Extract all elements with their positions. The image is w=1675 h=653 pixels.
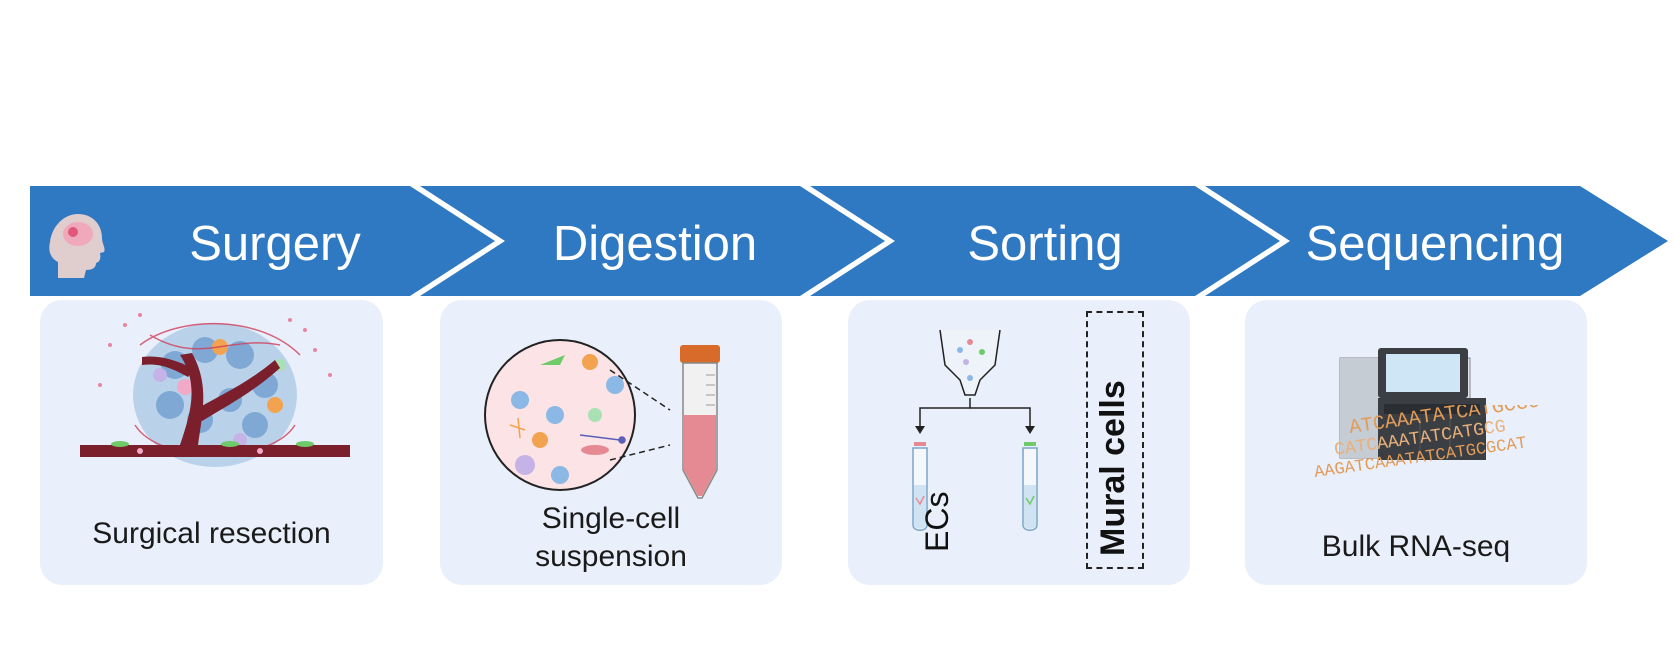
suspended-cells bbox=[509, 354, 626, 484]
mural-cells-box bbox=[1086, 311, 1144, 569]
banner-arrow-sequencing bbox=[1205, 186, 1668, 296]
caption-surgical-resection: Surgical resection bbox=[92, 517, 331, 550]
stage-title-sequencing: Sequencing bbox=[1305, 217, 1565, 271]
caption-line-1: Single-cell bbox=[541, 502, 681, 535]
dna-sequence-text: ATCAAATATCATGCGCAT CATCAAATATCATGCG AAGA… bbox=[1313, 405, 1540, 483]
sequencer-illustration bbox=[1339, 348, 1486, 460]
ec-tube-icon bbox=[912, 442, 928, 531]
panel-sorting bbox=[848, 300, 1190, 585]
tumor-vessel-illustration bbox=[80, 313, 350, 467]
conical-tube-icon bbox=[680, 345, 720, 499]
funnel-cells bbox=[957, 339, 985, 381]
banner-arrow-sorting bbox=[810, 186, 1280, 296]
stage-title-digestion: Digestion bbox=[552, 217, 758, 271]
label-ecs: ECs bbox=[919, 491, 955, 552]
label-mural-cells: Mural cells bbox=[1094, 380, 1132, 556]
caption-line-2: suspension bbox=[535, 540, 687, 573]
mural-tube-icon bbox=[1022, 442, 1038, 531]
caption-bulk-rna-seq: Bulk RNA-seq bbox=[1321, 530, 1511, 563]
head-brain-icon bbox=[49, 214, 105, 278]
caption-single-cell-suspension: Single-cell suspension bbox=[440, 500, 782, 576]
sorting-funnel-illustration bbox=[912, 329, 1038, 531]
stage-title-surgery: Surgery bbox=[189, 217, 361, 271]
banner-arrow-surgery bbox=[30, 186, 495, 296]
banner-arrow-digestion bbox=[420, 186, 885, 296]
stage-title-sorting: Sorting bbox=[967, 217, 1123, 271]
cell-suspension-illustration bbox=[484, 339, 720, 499]
